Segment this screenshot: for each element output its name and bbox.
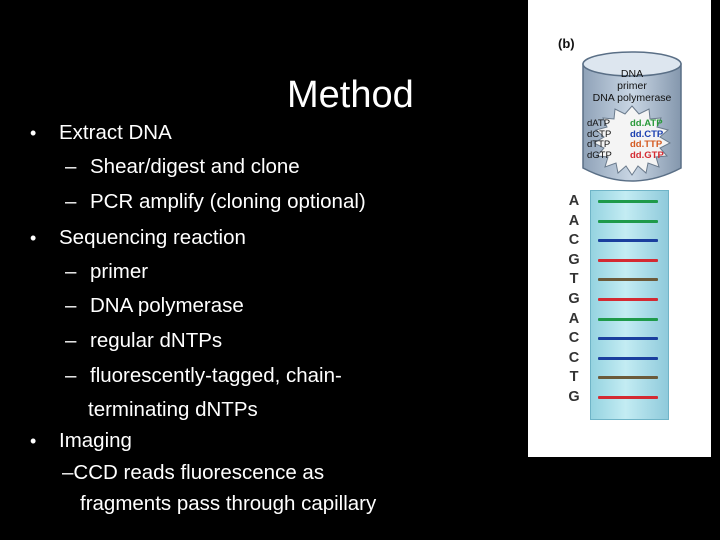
continuation-text: fragments pass through capillary (80, 492, 377, 515)
gel-band (598, 258, 658, 262)
dntp-label: dTTP (587, 139, 611, 150)
reaction-tube-illustration (582, 51, 682, 182)
sequence-base: G (568, 291, 580, 307)
sub-bullet-marker: – (65, 260, 77, 283)
sub-bullet-marker: – (65, 190, 77, 213)
sequence-base: T (569, 271, 579, 288)
sequence-base: C (568, 330, 580, 347)
starburst-shape (592, 105, 672, 176)
terminator-label: dd.ATP (630, 118, 663, 129)
bullet-marker: • (30, 431, 37, 451)
sequence-base: A (568, 193, 580, 209)
continuation-text: terminating dNTPs (88, 398, 258, 421)
slide-title: Method (287, 74, 414, 116)
terminator-label: dd.GTP (630, 149, 664, 161)
bullet-text: Extract DNA (59, 121, 172, 144)
gel-band (598, 200, 658, 203)
sub-bullet-marker: – (65, 294, 77, 317)
sub-bullet-text: DNA polymerase (90, 294, 244, 317)
sequence-base: G (568, 251, 580, 268)
bullet-text: Imaging (59, 429, 132, 452)
sub-bullet-text: Shear/digest and clone (90, 155, 300, 178)
dntp-label: dCTP (587, 128, 612, 140)
sub-bullet-marker: – (65, 364, 77, 387)
gel-band (598, 337, 658, 341)
gel-band (598, 298, 658, 301)
sequence-base: G (568, 389, 580, 405)
gel-band (598, 317, 658, 321)
sub-bullet-marker: – (65, 155, 77, 178)
bullet-text: Sequencing reaction (59, 226, 246, 249)
sub-bullet-text: fluorescently-tagged, chain- (90, 364, 342, 387)
gel-band (598, 376, 658, 380)
dntp-label: dGTP (587, 149, 612, 161)
tube-label-polymerase: DNA polymerase (592, 92, 672, 104)
gel-band (598, 278, 658, 282)
regular-dntp-list: dATP dCTP dTTP dGTP (587, 118, 612, 161)
terminator-label: dd.TTP (630, 139, 663, 150)
sub-bullet-text: –CCD reads fluorescence as (62, 461, 325, 484)
sub-bullet-text: regular dNTPs (90, 329, 223, 352)
gel-band (598, 219, 658, 223)
sequence-base: C (568, 349, 580, 366)
terminator-label: dd.CTP (630, 128, 664, 140)
sequence-base: T (569, 369, 579, 386)
sub-bullet-text: primer (90, 260, 149, 283)
bullet-marker: • (30, 123, 37, 143)
tube-label-primer: primer (617, 80, 647, 92)
sanger-sequencing-figure: (b) DNA primer DNA polymerase dATP dCTP … (528, 0, 711, 457)
gel-band (598, 396, 658, 399)
figure-label: (b) (558, 36, 575, 51)
capillary-gel-lane (590, 190, 669, 420)
sub-bullet-marker: – (65, 329, 77, 352)
tube-labels: DNA primer DNA polymerase (583, 68, 681, 104)
sequence-base: A (568, 212, 580, 229)
gel-band (598, 356, 658, 360)
tube-rim (582, 51, 682, 77)
sequence-base: C (568, 232, 580, 249)
tube-label-dna: DNA (620, 68, 644, 80)
sequence-base: A (568, 310, 580, 327)
sub-bullet-text: PCR amplify (cloning optional) (90, 190, 366, 213)
bullet-marker: • (30, 228, 37, 248)
dntp-label: dATP (587, 118, 611, 129)
terminator-dntp-list: dd.ATP dd.CTP dd.TTP dd.GTP (630, 118, 664, 161)
gel-band (598, 239, 658, 243)
